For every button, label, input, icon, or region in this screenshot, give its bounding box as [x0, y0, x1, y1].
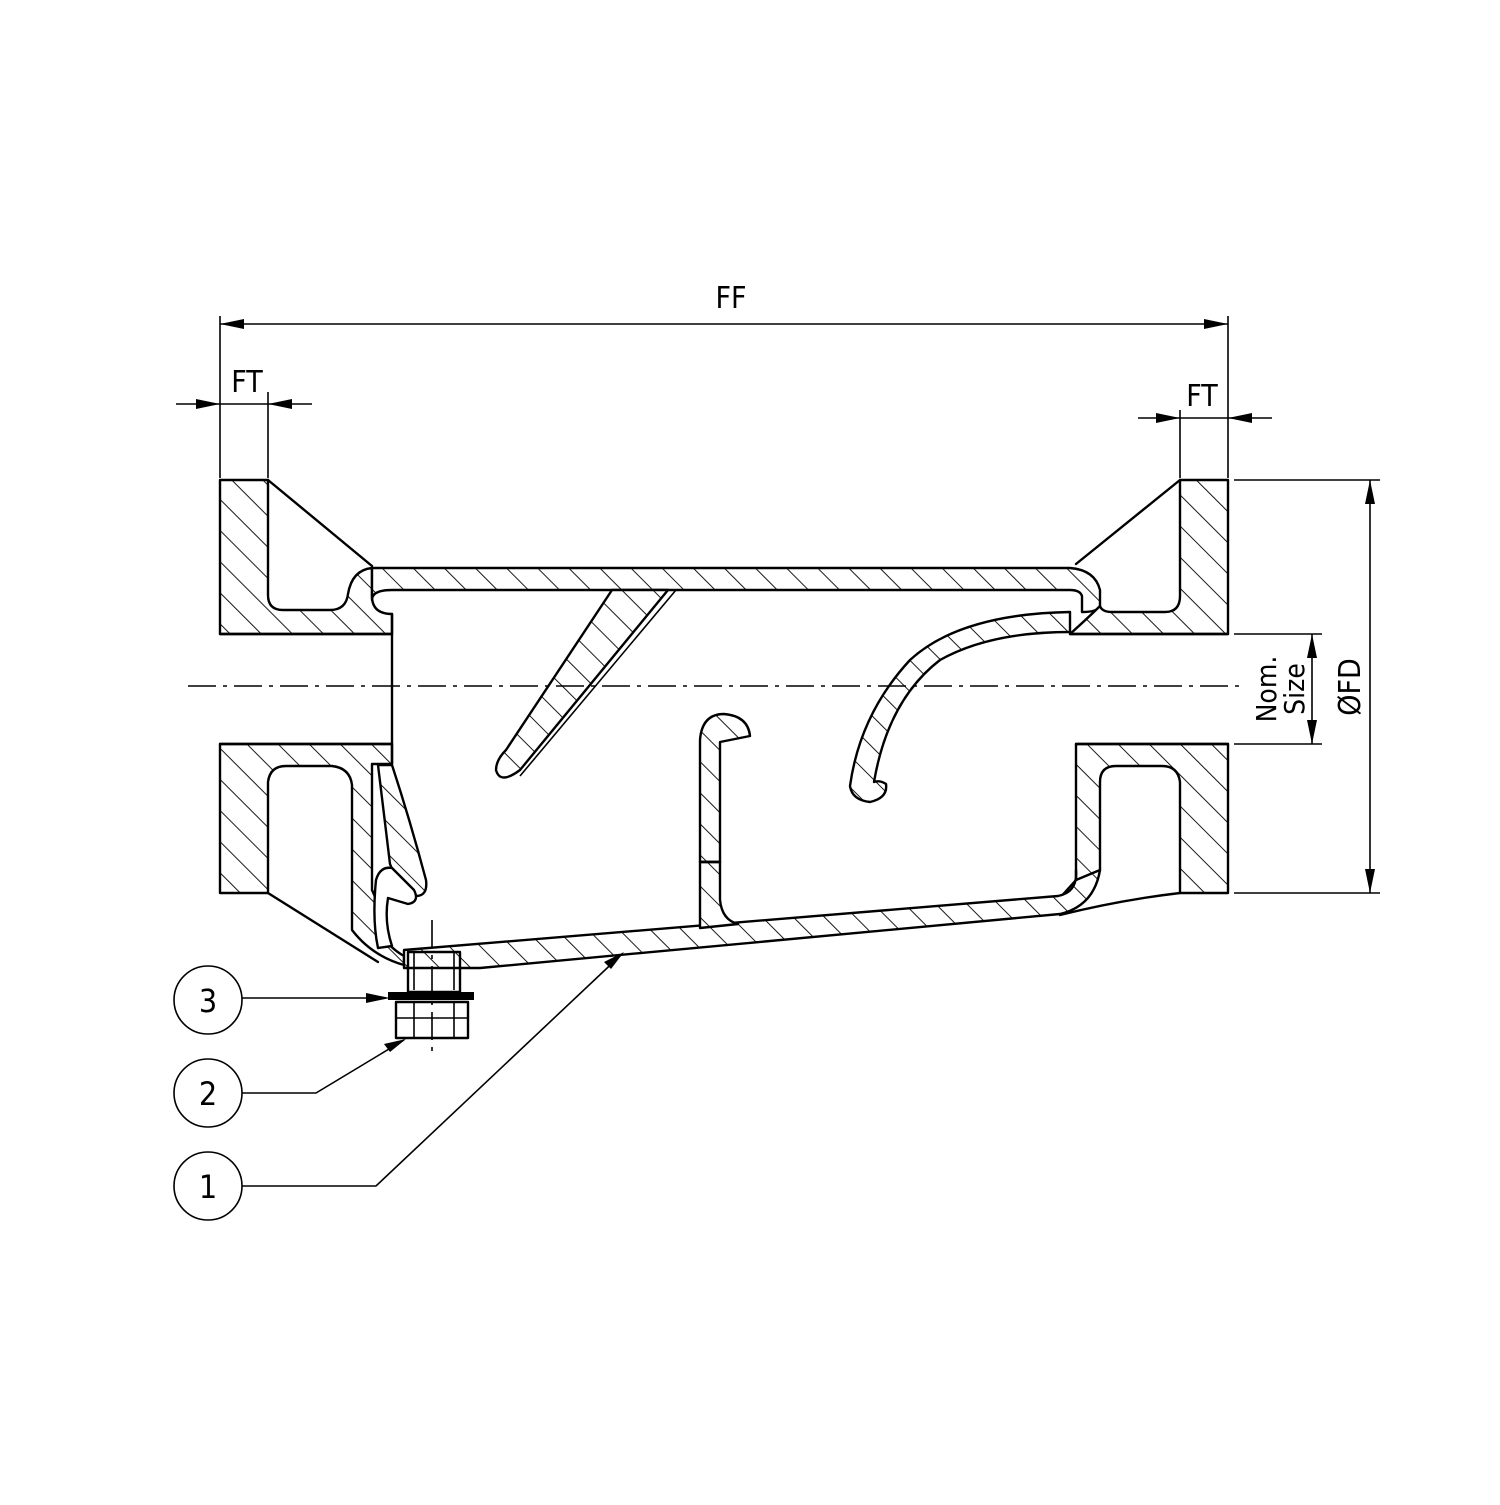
- leader-1: [242, 953, 623, 1187]
- screen-blade-line: [519, 589, 677, 777]
- ft-left-arrow-b: [268, 399, 292, 409]
- balloon-3-label: 3: [199, 982, 217, 1020]
- ff-arrow-right: [1204, 319, 1228, 329]
- ns-arrow-bottom: [1307, 720, 1317, 744]
- left-hub-lower: [266, 891, 380, 964]
- ns-label-line2: Size: [1278, 663, 1311, 715]
- curved-deflector: [848, 610, 1072, 804]
- ns-label-line1: Nom.: [1250, 656, 1283, 723]
- fd-label: ØFD: [1333, 658, 1368, 716]
- inner-partition: [698, 712, 752, 864]
- callouts: 3 2 1: [173, 952, 624, 1221]
- left-inner-lip: [373, 866, 418, 950]
- balloon-3-circle: [173, 965, 243, 1035]
- dimensions: FF FT FT ØFD Nom. Size: [176, 281, 1380, 894]
- balloon-2-label: 2: [199, 1075, 217, 1113]
- leader-2-arrow: [384, 1039, 406, 1052]
- ft-left-arrow-a: [196, 399, 220, 409]
- balloon-1-label: 1: [199, 1168, 217, 1206]
- left-hub-upper: [266, 478, 374, 568]
- right-hub-upper: [1074, 478, 1182, 566]
- plug-seal: [388, 992, 474, 1000]
- ft-right-arrow-a: [1156, 413, 1180, 423]
- screen-blade: [494, 588, 670, 779]
- top-wall-section: [370, 566, 1102, 614]
- left-flange-section: [218, 478, 394, 636]
- inner-partition-lower: [698, 860, 740, 930]
- ff-label: FF: [715, 281, 746, 316]
- right-flange-section: [1068, 478, 1230, 636]
- fd-arrow-bottom: [1365, 869, 1375, 893]
- ff-arrow-left: [220, 319, 244, 329]
- leader-3-arrow: [366, 993, 390, 1003]
- leader-1-arrow: [604, 952, 624, 969]
- ft-right-label: FT: [1186, 379, 1218, 414]
- leader-2: [242, 1039, 405, 1094]
- strainer-body: [218, 478, 1230, 970]
- drain-plug: [388, 920, 474, 1058]
- fd-arrow-top: [1365, 480, 1375, 504]
- ft-right-arrow-b: [1228, 413, 1252, 423]
- ft-left-label: FT: [231, 365, 263, 400]
- right-hub-lower: [1058, 891, 1182, 917]
- bottom-wall-section: [402, 868, 1102, 970]
- ns-arrow-top: [1307, 634, 1317, 658]
